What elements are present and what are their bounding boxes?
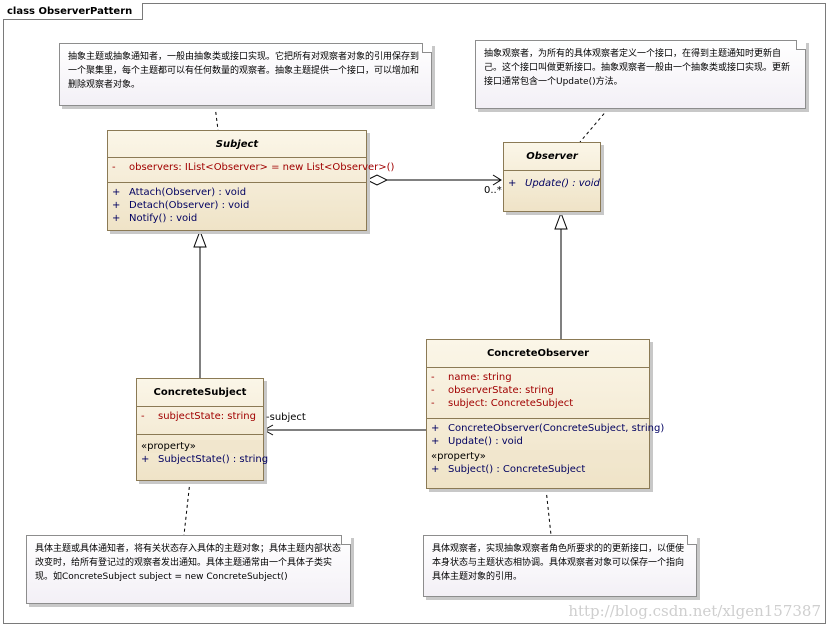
frame-title: class ObserverPattern bbox=[3, 3, 144, 20]
observer-note-connector bbox=[579, 108, 609, 143]
class-concrete-observer-operations: +ConcreteObserver(ConcreteSubject, strin… bbox=[427, 419, 665, 479]
class-concrete-subject-name: ConcreteSubject bbox=[137, 379, 263, 407]
attribute-row: -observerState: string bbox=[431, 385, 554, 396]
concrete-subject-note-text: 具体主题或具体通知者，将有关状态存入具体的主题对象；具体主题内部状态改变时，给所… bbox=[35, 544, 342, 582]
attribute-row: -subjectState: string bbox=[141, 411, 256, 422]
operation-row: +Notify() : void bbox=[112, 213, 198, 224]
class-subject-operations: +Attach(Observer) : void +Detach(Observe… bbox=[108, 183, 366, 228]
class-observer-name: Observer bbox=[504, 143, 600, 171]
note-fold bbox=[796, 40, 806, 50]
subject-association bbox=[262, 424, 426, 436]
note-fold bbox=[341, 535, 351, 545]
stereotype-label: «property» bbox=[137, 440, 263, 453]
operation-row: +Attach(Observer) : void bbox=[112, 187, 247, 198]
concrete-observer-note-connector bbox=[545, 488, 552, 536]
subject-note-text: 抽象主题或抽象通知者，一般由抽象类或接口实现。它把所有对观察者对象的引用保存到一… bbox=[68, 52, 420, 90]
class-concrete-observer-attributes: -name: string -observerState: string -su… bbox=[427, 368, 649, 419]
subject-note: 抽象主题或抽象通知者，一般由抽象类或接口实现。它把所有对观察者对象的引用保存到一… bbox=[59, 43, 432, 106]
class-observer-operations: +Update() : void bbox=[504, 171, 600, 193]
class-concrete-observer[interactable]: ConcreteObserver -name: string -observer… bbox=[426, 339, 665, 489]
attribute-row: -name: string bbox=[431, 372, 512, 383]
observer-note-text: 抽象观察者，为所有的具体观察者定义一个接口，在得到主题通知时更新自己。这个接口叫… bbox=[484, 49, 791, 87]
role-label: -subject bbox=[266, 412, 306, 423]
diagram-frame bbox=[3, 3, 826, 624]
class-concrete-subject-attributes: -subjectState: string bbox=[137, 407, 263, 435]
attribute-row: -observers: IList<Observer> = new List<O… bbox=[112, 162, 395, 173]
concrete-observer-note: 具体观察者，实现抽象观察者角色所要求的的更新接口，以便使本身状态与主题状态相协调… bbox=[423, 535, 697, 597]
operation-row: +ConcreteObserver(ConcreteSubject, strin… bbox=[431, 423, 665, 434]
operation-row: +Update() : void bbox=[431, 436, 523, 447]
class-subject-name: Subject bbox=[108, 131, 366, 158]
attribute-row: -subject: ConcreteSubject bbox=[431, 398, 574, 409]
class-subject-attributes: -observers: IList<Observer> = new List<O… bbox=[108, 158, 395, 183]
operation-row: +Detach(Observer) : void bbox=[112, 200, 250, 211]
stereotype-label: «property» bbox=[427, 450, 649, 463]
generalization-concrete-observer bbox=[554, 211, 568, 339]
class-concrete-subject-operations: «property» +SubjectState() : string bbox=[137, 435, 269, 469]
concrete-observer-note-text: 具体观察者，实现抽象观察者角色所要求的的更新接口，以便使本身状态与主题状态相协调… bbox=[432, 544, 685, 582]
class-subject[interactable]: Subject -observers: IList<Observer> = ne… bbox=[107, 130, 395, 231]
class-concrete-subject[interactable]: ConcreteSubject -subjectState: string «p… bbox=[136, 378, 269, 481]
note-fold bbox=[687, 535, 697, 545]
operation-row: +Update() : void bbox=[508, 178, 600, 189]
operation-row: +SubjectState() : string bbox=[141, 454, 269, 465]
concrete-subject-note-connector bbox=[183, 480, 191, 536]
note-fold bbox=[422, 43, 432, 53]
class-concrete-observer-name: ConcreteObserver bbox=[427, 340, 649, 368]
generalization-concrete-subject bbox=[193, 229, 207, 378]
subject-note-connector bbox=[214, 105, 219, 131]
aggregation-association bbox=[365, 174, 502, 186]
watermark: http://blog.csdn.net/xlgen157387 bbox=[568, 602, 821, 620]
multiplicity-label: 0..* bbox=[484, 185, 502, 196]
concrete-subject-note: 具体主题或具体通知者，将有关状态存入具体的主题对象；具体主题内部状态改变时，给所… bbox=[26, 535, 351, 604]
observer-note: 抽象观察者，为所有的具体观察者定义一个接口，在得到主题通知时更新自己。这个接口叫… bbox=[475, 40, 806, 109]
class-observer[interactable]: Observer +Update() : void bbox=[503, 142, 601, 212]
operation-row: +Subject() : ConcreteSubject bbox=[431, 464, 586, 475]
